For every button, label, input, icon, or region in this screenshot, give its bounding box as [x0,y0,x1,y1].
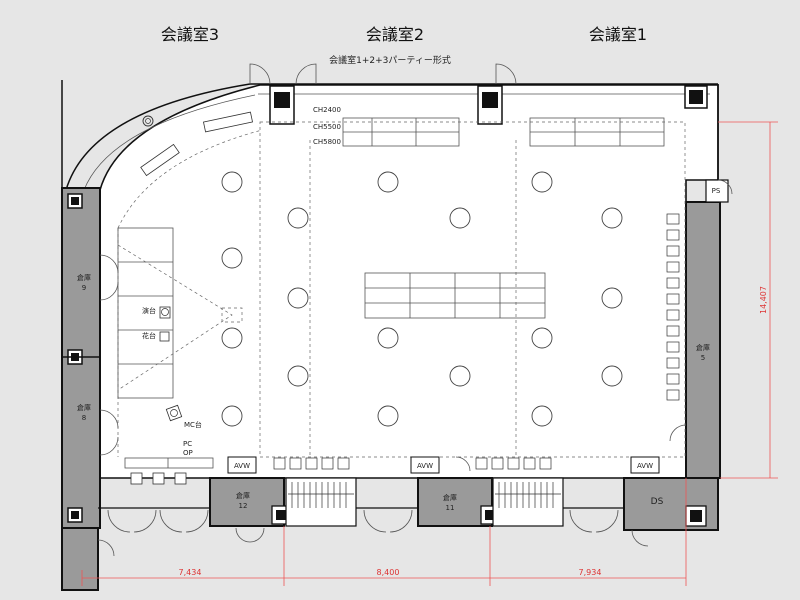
pillar-top-right-fill [689,90,703,104]
ceiling-ch5800: CH5800 [313,138,341,146]
flower-stand-icon [159,331,170,342]
avw-label-2: AVW [417,462,433,470]
chairs-left [130,472,187,485]
top-door-1-swing [249,63,271,85]
left-door-1-swing [99,254,119,274]
podium-label: 演台 [142,306,156,315]
avw-box-3 [630,456,660,474]
podium-icon [159,306,171,319]
bottom-door-swings [97,509,649,557]
ps-box [705,179,729,203]
chairs-middle-left [273,457,350,470]
ceiling-fixture-icon [142,115,154,127]
room-2-title: 会議室2 [366,25,424,44]
mc-table-icon [165,404,183,422]
column-pillar-left-top-fill [71,197,79,205]
top-counter-right [529,117,665,147]
mic-icon [161,308,169,316]
center-buffet-tables [364,272,546,319]
mc-table-label: MC台 [184,420,202,429]
ceiling-ch5500: CH5500 [313,123,341,131]
staircase-2 [492,477,564,527]
pillar-bottom-1-fill [276,510,286,520]
storage-12-block [209,477,285,527]
top-counter-left [342,117,460,147]
pc-desk [124,457,214,469]
partition-curve-left [117,129,263,229]
layout-caption: 会議室1+2+3パーティー形式 [329,54,451,66]
avw-box-1 [227,456,257,474]
chairs-middle-right [475,457,552,470]
column-pillar-left-bottom-fill [71,511,79,519]
partition-dashed-outline [259,121,686,458]
ps-label: PS [712,187,721,195]
top-door-3-swing [495,63,517,85]
left-door-4-swing [99,436,119,456]
ps-door-swing [717,179,733,195]
storage-12-label: 倉庫 [236,491,250,500]
storage-12-number: 12 [239,502,248,510]
staircase-1 [285,477,357,527]
floor-area [99,84,719,479]
avw-label-1: AVW [234,462,250,470]
avw-box-2 [410,456,440,474]
avw-label-3: AVW [637,462,653,470]
dimension-3: 7,934 [579,568,602,577]
room-3-title: 会議室3 [161,25,219,44]
pillar-top-1-fill [274,92,290,108]
dimension-1: 7,434 [179,568,202,577]
ds-label: DS [651,497,664,507]
pillar-bottom-2-fill [485,510,495,520]
top-left-counter [203,111,253,133]
storage-8-number: 8 [82,414,86,422]
left-curved-counter [140,143,180,177]
storage-5-number: 5 [701,354,705,362]
storage-11-label: 倉庫 [443,493,457,502]
stage-area [117,227,243,399]
curved-inner-wall [83,94,256,191]
dimension-lines [81,121,778,586]
flower-stand-label: 花台 [142,331,156,340]
op-label: OP [183,449,193,457]
pillar-bottom-right-fill [690,510,702,522]
dimension-2: 8,400 [377,568,400,577]
right-door-swing [669,424,687,442]
pillar-top-2-fill [482,92,498,108]
bottom-left-corridor [61,527,99,591]
storage-9-label: 倉庫 [77,273,91,282]
ceiling-ch2400: CH2400 [313,106,341,114]
top-door-2-swing [295,63,317,85]
left-door-2-swing [99,281,119,301]
storage-5-label: 倉庫 [696,343,710,352]
storage-5-block [685,201,721,479]
room-1-title: 会議室1 [589,25,647,44]
right-side-chairs [666,213,680,401]
dimension-height: 14,407 [759,286,768,314]
storage-8-label: 倉庫 [77,403,91,412]
middle-door-swing [455,456,471,472]
left-door-3-swing [99,409,119,429]
storage-11-number: 11 [446,504,455,512]
ceiling-fixture-inner [145,118,151,124]
curved-outer-wall [65,83,251,191]
storage-11-block [417,477,493,527]
pc-label: PC [183,440,192,448]
round-tables [221,171,623,427]
storage-9-number: 9 [82,284,86,292]
